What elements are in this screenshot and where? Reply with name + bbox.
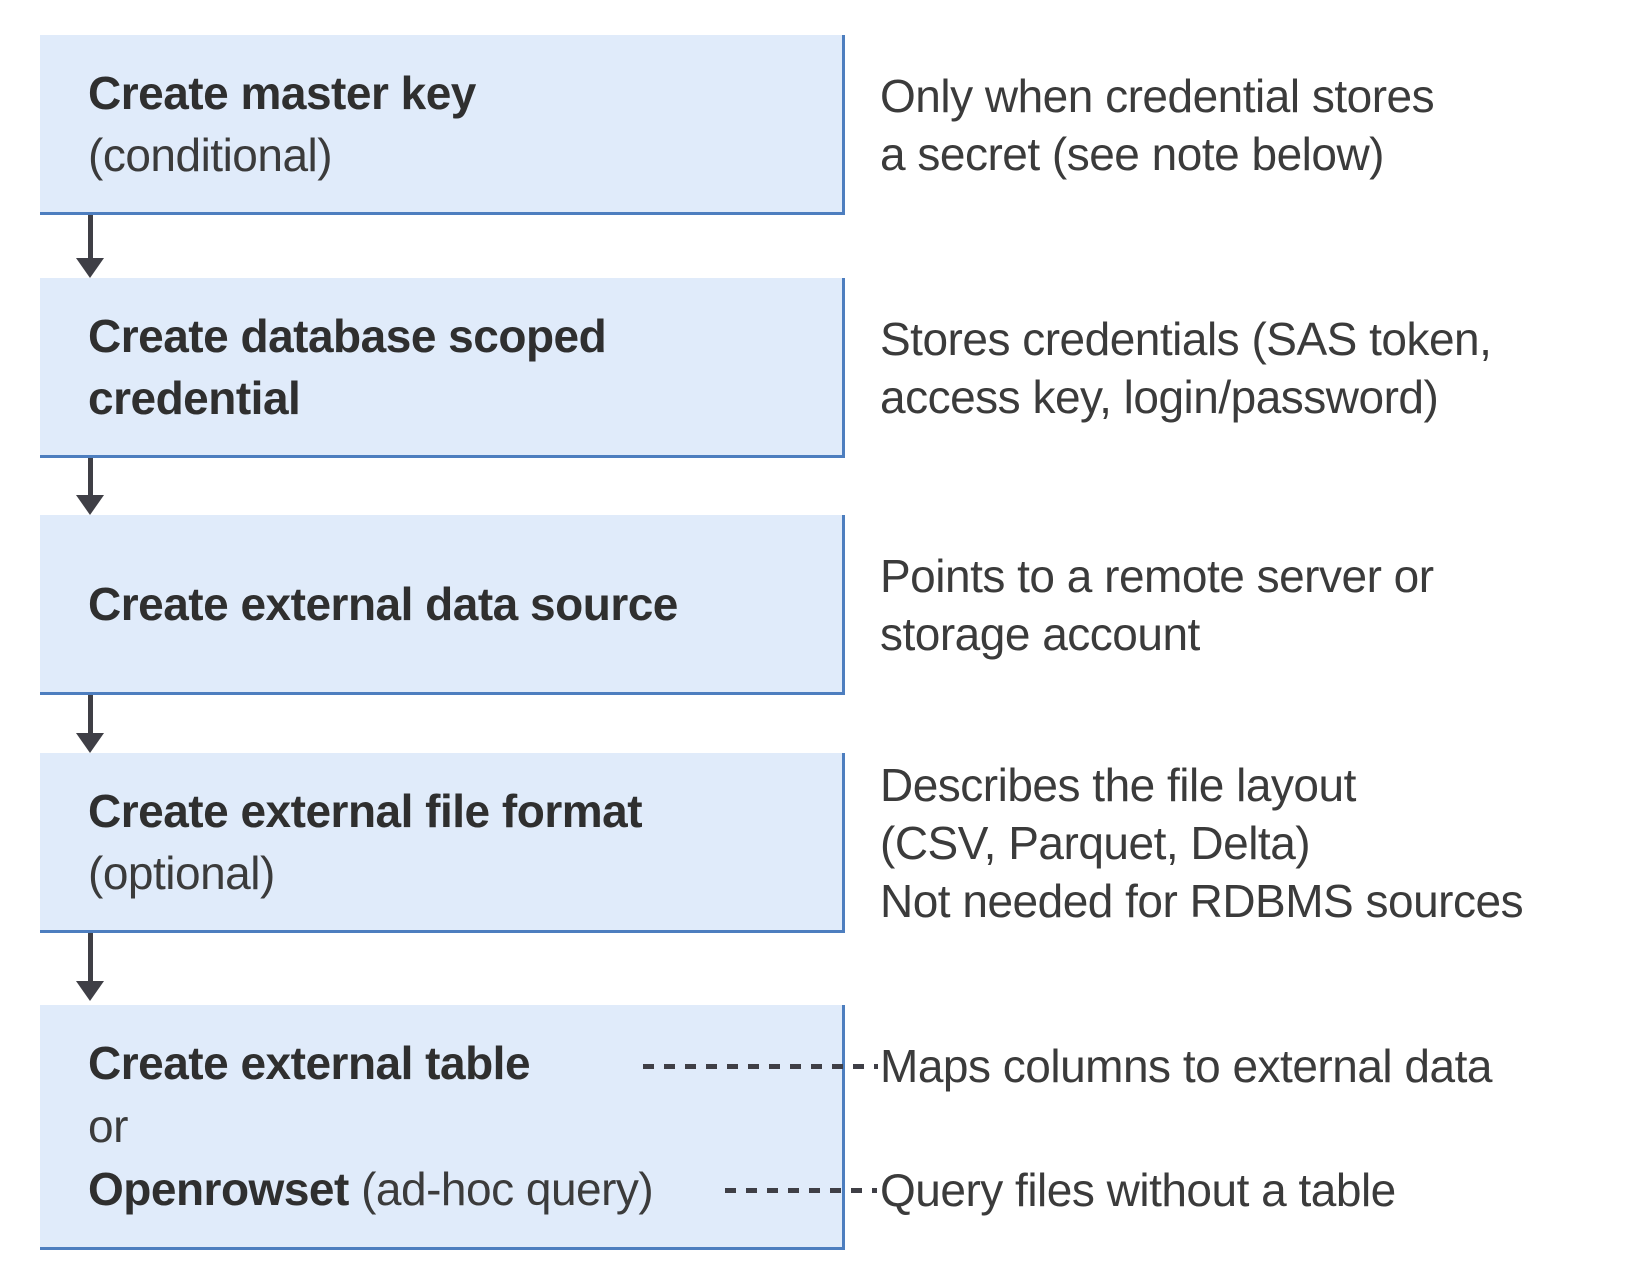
step-title: Create external data source — [88, 577, 678, 630]
note-line: storage account — [880, 608, 1200, 660]
step-box-create-external-file-format: Create external file format (optional) — [40, 753, 845, 933]
note-external-file-format: Describes the file layout (CSV, Parquet,… — [880, 756, 1620, 930]
step-title: Create database scoped credential — [88, 309, 607, 424]
note-master-key: Only when credential stores a secret (se… — [880, 67, 1620, 183]
note-external-table: Maps columns to external data — [880, 1037, 1620, 1095]
arrow-stem — [88, 458, 93, 497]
note-database-scoped-credential: Stores credentials (SAS token, access ke… — [880, 310, 1620, 426]
note-line: Describes the file layout — [880, 759, 1356, 811]
step-qualifier: (conditional) — [88, 128, 333, 181]
note-external-data-source: Points to a remote server or storage acc… — [880, 547, 1620, 663]
arrowhead-down-icon — [76, 495, 104, 515]
arrow-stem — [88, 695, 93, 735]
note-line: Not needed for RDBMS sources — [880, 875, 1524, 927]
arrow-stem — [88, 215, 93, 260]
note-line: access key, login/password) — [880, 371, 1439, 423]
arrow-stem — [88, 933, 93, 983]
step-title: Create external table — [88, 1036, 531, 1089]
step-alt-qualifier: (ad-hoc query) — [348, 1162, 654, 1215]
note-line: Maps columns to external data — [880, 1040, 1492, 1092]
step-or-word: or — [88, 1099, 128, 1152]
step-box-create-database-scoped-credential: Create database scoped credential — [40, 278, 845, 458]
note-line: a secret (see note below) — [880, 128, 1385, 180]
step-box-create-external-table-or-openrowset: Create external table or Openrowset (ad-… — [40, 1005, 845, 1250]
note-line: Points to a remote server or — [880, 550, 1434, 602]
step-box-create-external-data-source: Create external data source — [40, 515, 845, 695]
note-line: Stores credentials (SAS token, — [880, 313, 1492, 365]
step-qualifier: (optional) — [88, 846, 275, 899]
arrowhead-down-icon — [76, 733, 104, 753]
arrowhead-down-icon — [76, 981, 104, 1001]
note-line: Only when credential stores — [880, 70, 1435, 122]
dashed-connector-openrowset — [725, 1188, 877, 1193]
step-alt-title: Openrowset — [88, 1162, 349, 1215]
arrowhead-down-icon — [76, 258, 104, 278]
step-box-create-master-key: Create master key (conditional) — [40, 35, 845, 215]
note-line: Query files without a table — [880, 1164, 1396, 1216]
step-title: Create external file format — [88, 784, 643, 837]
note-line: (CSV, Parquet, Delta) — [880, 817, 1311, 869]
step-title: Create master key — [88, 66, 476, 119]
note-openrowset: Query files without a table — [880, 1161, 1620, 1219]
dashed-connector-external-table — [643, 1064, 878, 1069]
